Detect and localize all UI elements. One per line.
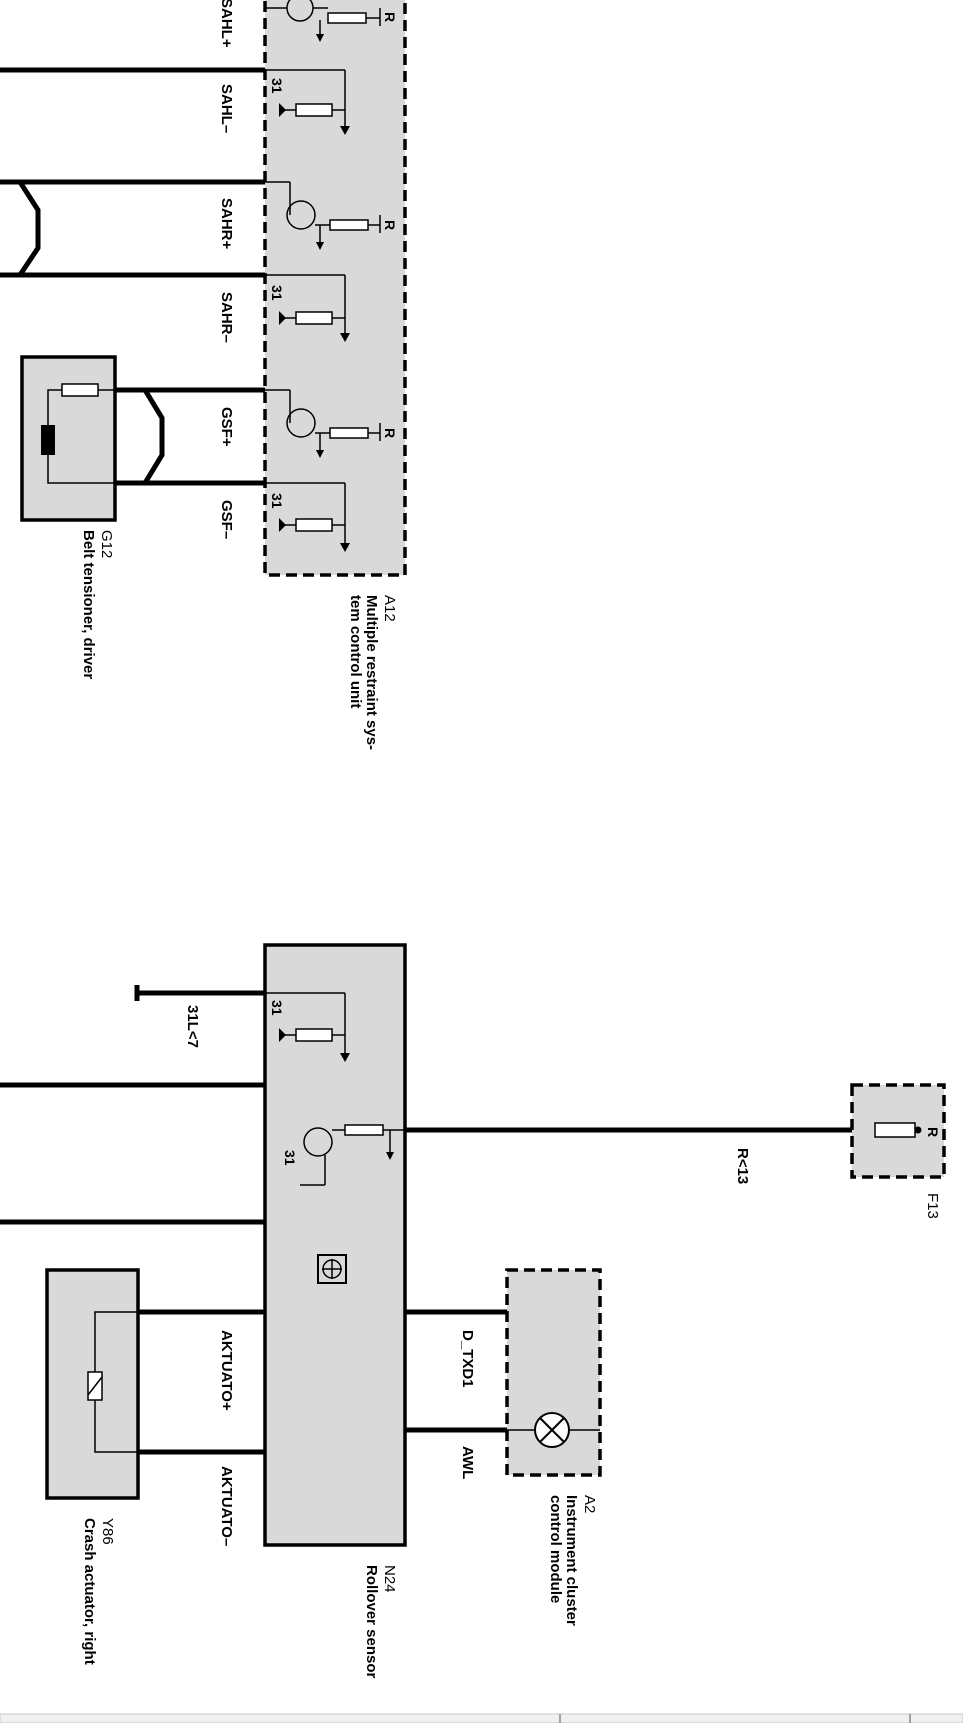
n24-transistor	[300, 1124, 405, 1186]
rollover-symbol-icon	[317, 1254, 347, 1284]
n24-desc-label: Rollover sensor	[363, 1565, 380, 1679]
a12-id-label: A12	[381, 595, 398, 622]
supply-mark-r: R	[382, 428, 398, 438]
pin-label-d-txd1: D_TXD1	[459, 1330, 476, 1388]
a12-ground-gsf-minus	[265, 482, 350, 552]
a2-id-label: A2	[581, 1495, 598, 1513]
a12-transistor-sahr	[265, 181, 381, 250]
g12-squib	[41, 425, 55, 455]
ground-mark-31: 31	[269, 1000, 285, 1016]
wire-gsf-harness	[115, 387, 165, 486]
horizontal-scrollbar[interactable]	[0, 1713, 963, 1723]
pin-label-sahl-minus: SAHL–	[218, 84, 235, 133]
y86-internal-circuit	[94, 1311, 138, 1453]
a12-transistor-gsf	[265, 389, 381, 458]
wire-label-31l7: 31L<7	[184, 1005, 201, 1048]
n24-ground-31	[265, 992, 350, 1062]
n24-id-label: N24	[381, 1565, 398, 1593]
f13-fuse	[874, 1122, 916, 1138]
a12-desc-line1: Multiple restraint sys-	[363, 595, 380, 750]
wire-label-r13: R<13	[734, 1148, 751, 1184]
wire-sahr-harness	[0, 179, 41, 278]
pin-label-sahl-plus: SAHL+	[218, 0, 235, 48]
supply-mark-r: R	[925, 1127, 941, 1137]
a2-desc-line2: control module	[547, 1495, 564, 1603]
pin-label-sahr-minus: SAHR–	[218, 292, 235, 343]
g12-desc-label: Belt tensioner, driver	[80, 530, 97, 679]
ground-mark-31: 31	[269, 493, 285, 509]
pin-label-aktuato-minus: AKTUATO–	[218, 1466, 235, 1546]
a12-control-unit-box	[263, 0, 407, 577]
a12-ground-sahr-minus	[265, 274, 350, 342]
a2-desc-line1: Instrument cluster	[563, 1495, 580, 1626]
actuator-coil-icon	[87, 1371, 103, 1401]
pin-label-gsf-minus: GSF–	[218, 500, 235, 539]
ground-mark-31: 31	[269, 285, 285, 301]
pin-label-gsf-plus: GSF+	[218, 407, 235, 447]
supply-mark-r: R	[382, 12, 398, 22]
f13-connection-dot	[914, 1126, 922, 1134]
ground-mark-31: 31	[269, 78, 285, 94]
ground-mark-31: 31	[282, 1150, 298, 1166]
a12-ground-sahl-minus	[265, 69, 350, 135]
y86-id-label: Y86	[99, 1518, 116, 1545]
pin-label-awl: AWL	[459, 1446, 476, 1479]
f13-id-label: F13	[924, 1193, 941, 1219]
g12-belt-tensioner-box	[20, 355, 117, 522]
a12-transistor-sahl	[265, 0, 381, 42]
supply-mark-r: R	[382, 220, 398, 230]
g12-id-label: G12	[98, 530, 115, 558]
a12-desc-line2: tem control unit	[347, 595, 364, 708]
n24-rollover-sensor-box	[263, 943, 407, 1547]
pin-label-sahr-plus: SAHR+	[218, 198, 235, 250]
g12-resistor	[61, 383, 99, 397]
warning-lamp-icon	[534, 1412, 570, 1448]
y86-desc-label: Crash actuator, right	[81, 1518, 98, 1665]
pin-label-aktuato-plus: AKTUATO+	[218, 1330, 235, 1411]
